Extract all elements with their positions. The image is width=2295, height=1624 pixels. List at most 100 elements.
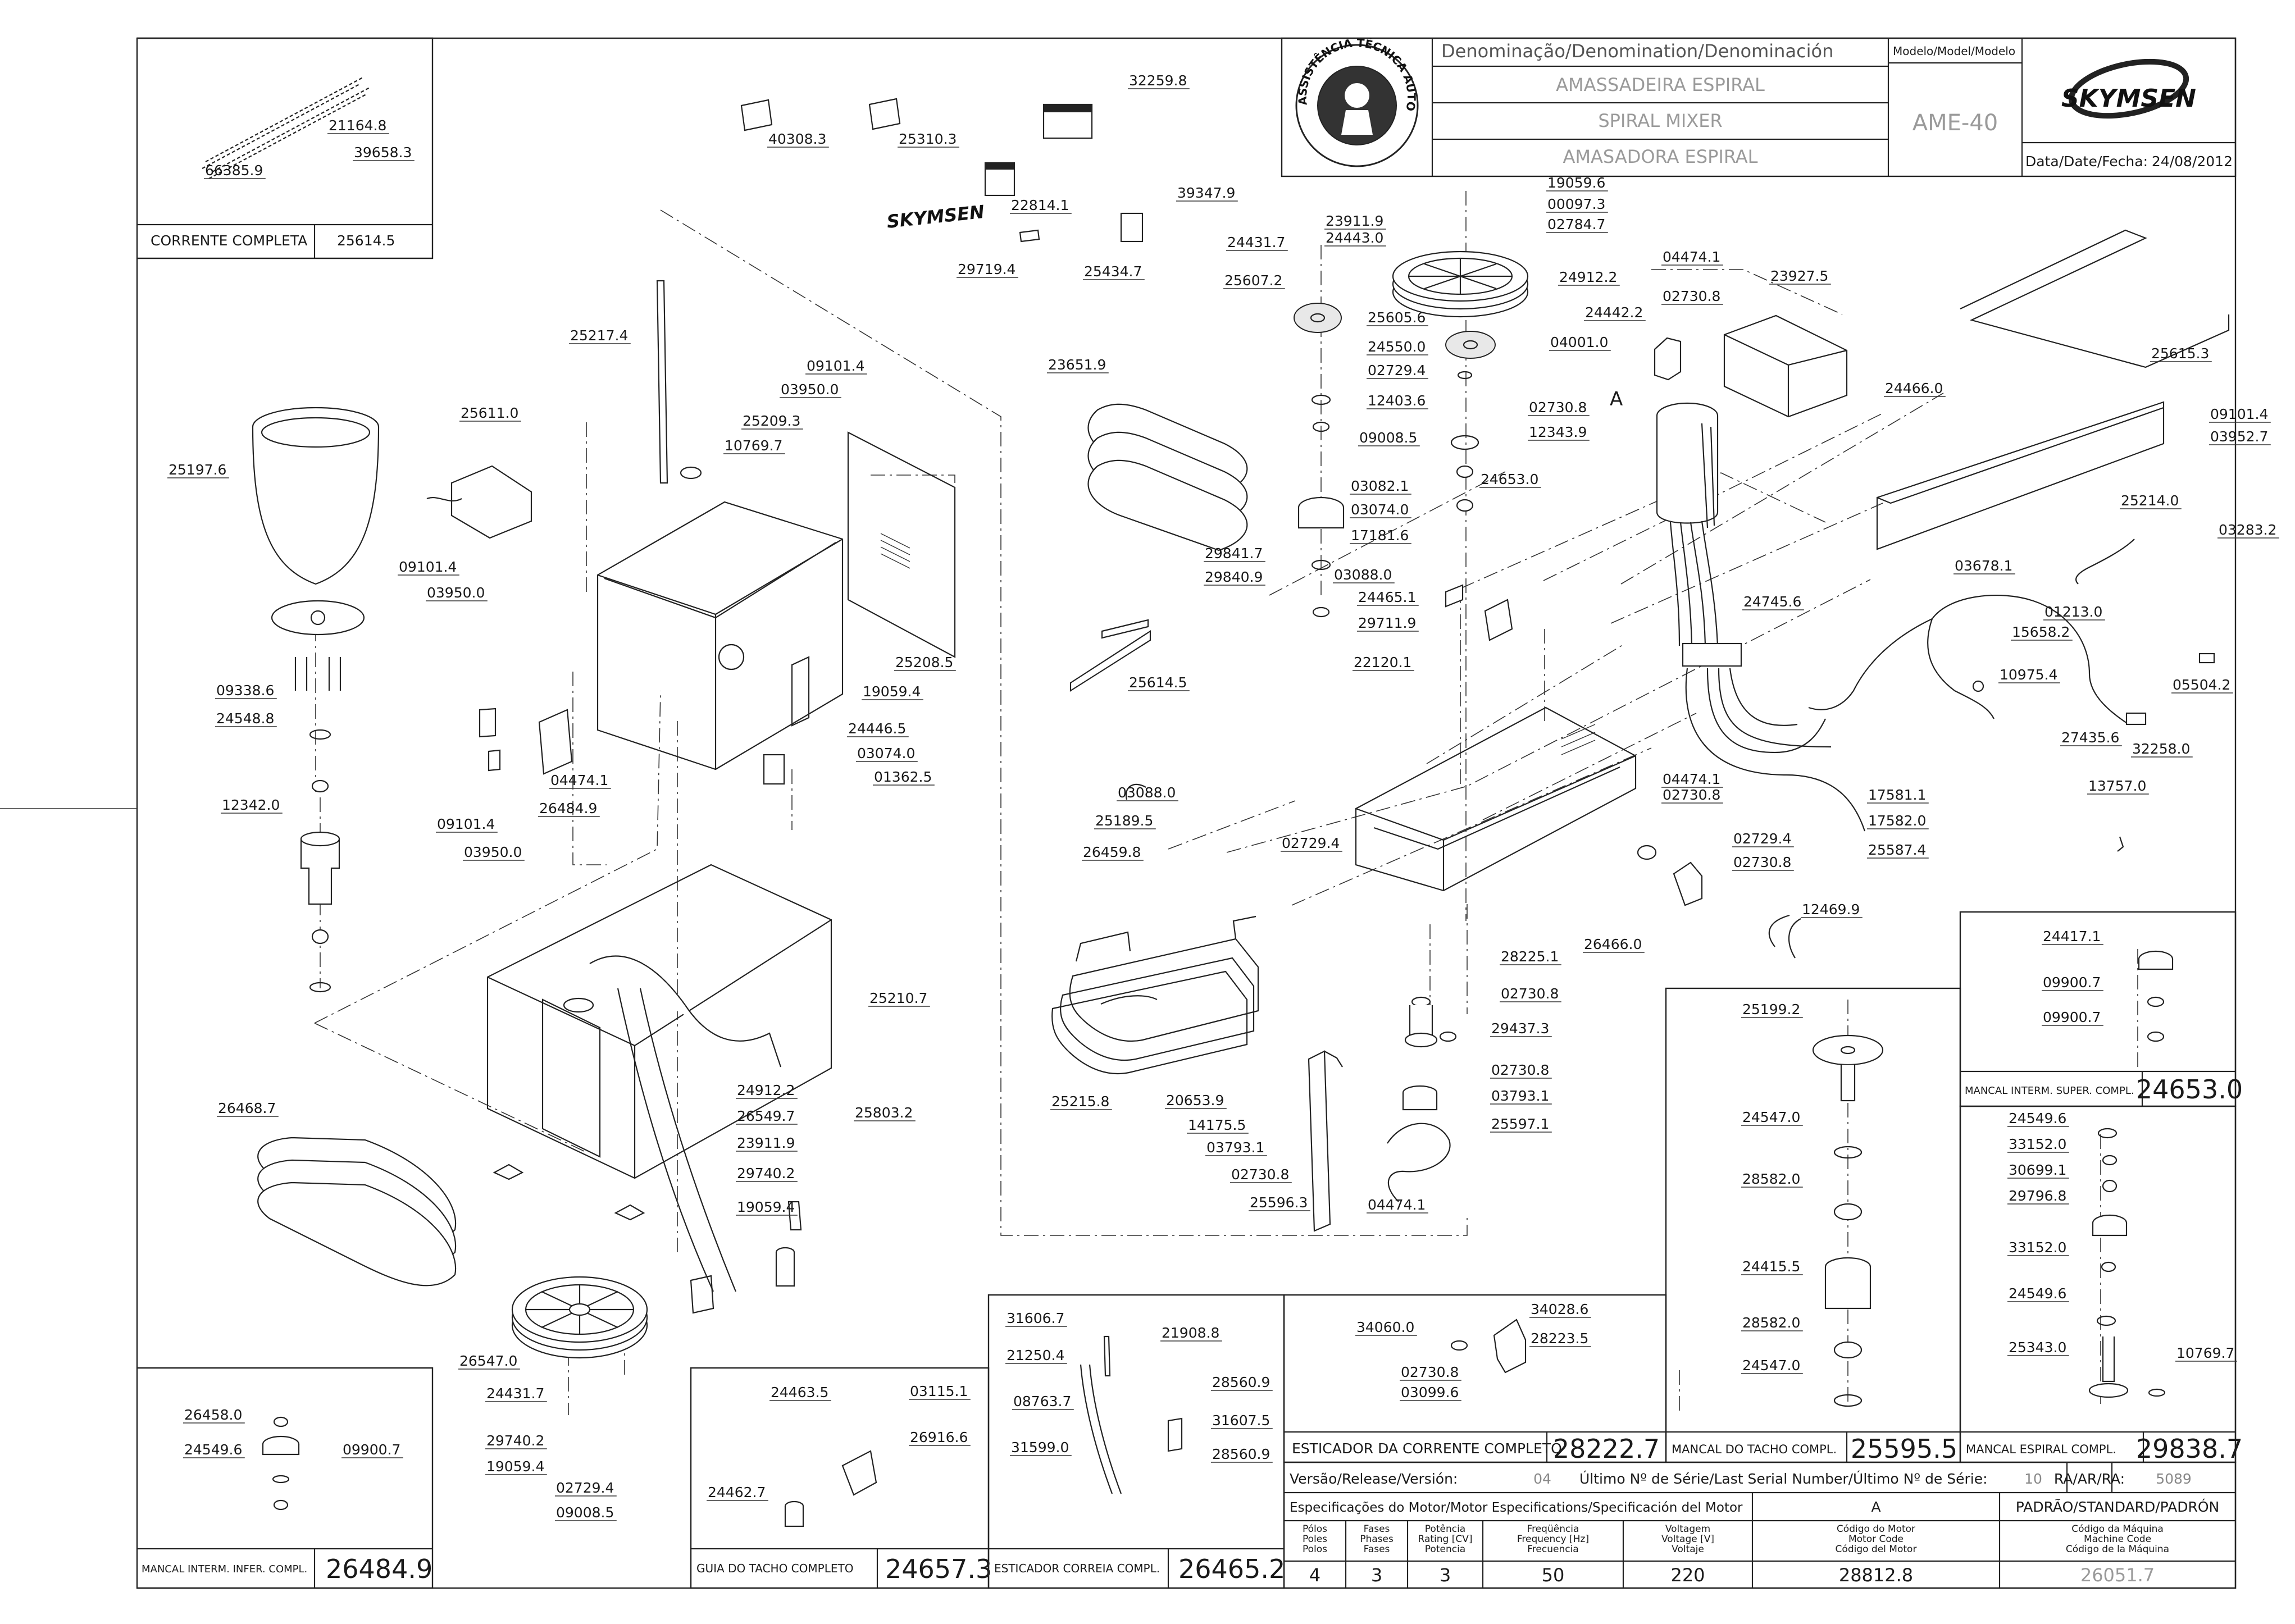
part-callout: 03115.1 (910, 1383, 968, 1399)
inset-belt-tensioner: ESTICADOR CORREIA COMPL. 26465.2 (987, 1294, 1285, 1589)
assembly-bowl-guide-label: GUIA DO TACHO COMPLETO (696, 1562, 853, 1575)
spec-col-motor-code-l3: Código del Motor (1836, 1544, 1917, 1555)
part-callout: 24547.0 (1742, 1109, 1800, 1125)
part-callout: 24443.0 (1326, 230, 1383, 246)
part-callout: 09008.5 (556, 1504, 614, 1521)
part-callout: 12469.9 (1802, 901, 1860, 918)
part-callout: 34060.0 (1356, 1319, 1414, 1335)
lower-pulley (511, 1276, 648, 1359)
part-callout: 39658.3 (354, 144, 412, 161)
part-callout: 25199.2 (1742, 1001, 1800, 1018)
inset-lower-bearing: MANCAL INTERM. INFER. COMPL. 26484.9 (137, 1367, 434, 1589)
top-pulley-group (1294, 250, 1682, 618)
svg-text:ASSISTÊNCIA TÉCNICA AUTORIZADA: ASSISTÊNCIA TÉCNICA AUTORIZADA (0, 0, 1418, 112)
part-callout: 15658.2 (2012, 624, 2070, 640)
part-callout: 24549.6 (2009, 1285, 2066, 1302)
part-callout: 02730.8 (1231, 1166, 1289, 1183)
part-callout: 24446.5 (848, 720, 906, 737)
part-callout: 26549.7 (737, 1108, 795, 1124)
assembly-upper-bearing-label: MANCAL INTERM. SUPER. COMPL. (1965, 1085, 2134, 1097)
part-callout: 03678.1 (1955, 558, 2012, 574)
lower-frame (1355, 706, 1637, 892)
top-covers (1876, 229, 2230, 550)
part-callout: 19059.4 (863, 683, 921, 700)
part-callout: 31606.7 (1007, 1310, 1064, 1326)
part-callout: 24417.1 (2043, 928, 2101, 945)
part-callout: 28560.9 (1212, 1446, 1270, 1462)
part-callout: 28223.5 (1531, 1330, 1588, 1347)
part-callout: 05504.2 (2173, 677, 2230, 693)
part-callout: 03950.0 (464, 844, 522, 860)
part-callout: 24431.7 (1227, 234, 1285, 250)
part-callout: 19059.6 (1547, 175, 1605, 191)
assembly-lower-bearing-code: 26484.9 (326, 1554, 432, 1584)
part-callout: 23911.9 (737, 1135, 795, 1151)
spec-col-frequency-l1: Freqüência (1527, 1523, 1579, 1535)
motor-letter: A (1871, 1499, 1880, 1515)
part-callout: 25614.5 (1129, 674, 1187, 691)
upper-frame (596, 431, 956, 770)
part-callout: 03793.1 (1491, 1088, 1549, 1104)
ra-label: RA/AR/RA: (2054, 1471, 2125, 1487)
part-callout: 03283.2 (2219, 522, 2276, 538)
part-callout: 34028.6 (1531, 1301, 1588, 1317)
cable-harness (1685, 539, 2215, 959)
part-callout: 31607.5 (1212, 1412, 1270, 1429)
part-callout: 25210.7 (869, 990, 927, 1006)
inset-chain: CORRENTE COMPLETA 25614.5 (137, 37, 434, 259)
assembly-upper-bearing-code: 24653.0 (2136, 1074, 2243, 1105)
authorized-service-seal: ASSISTÊNCIA TÉCNICA AUTORIZADA (0, 0, 1419, 167)
assembly-spiral-bearing-code: 29838.7 (2136, 1434, 2243, 1464)
part-callout: 29840.9 (1205, 569, 1263, 585)
bowl (252, 407, 380, 993)
standard-header: PADRÃO/STANDARD/PADRÓN (2016, 1498, 2220, 1515)
part-callout: 02729.4 (1733, 831, 1791, 847)
part-callout: 08763.7 (1013, 1393, 1071, 1409)
part-callout: 25803.2 (855, 1105, 913, 1121)
part-callout: 28582.0 (1742, 1315, 1800, 1331)
part-callout: 22814.1 (1011, 197, 1069, 213)
part-callout: 03074.0 (1351, 501, 1409, 518)
part-callout: 26916.6 (910, 1429, 968, 1445)
spiral-shaft (656, 280, 702, 484)
part-callout: 09900.7 (2043, 1009, 2101, 1025)
part-callout: 29711.9 (1358, 615, 1416, 631)
part-callout: 24547.0 (1742, 1357, 1800, 1374)
part-callout: 27435.6 (2061, 729, 2119, 746)
part-callout: 32259.8 (1129, 72, 1187, 89)
part-callout: 02729.4 (1282, 835, 1340, 851)
brand-decal: SKYMSEN (886, 201, 986, 232)
spec-col-rating-l3: Potencia (1425, 1544, 1465, 1555)
part-callout: 01213.0 (2044, 604, 2102, 620)
part-callout: 02729.4 (1368, 362, 1426, 378)
spec-col-rating-l1: Potência (1425, 1523, 1465, 1535)
sticker-parts: SKYMSEN (740, 98, 1144, 243)
part-callout: 28560.9 (1212, 1374, 1270, 1390)
part-callout: 04474.1 (1368, 1197, 1426, 1213)
part-callout: 25209.3 (743, 413, 800, 429)
spec-value-frequency: 50 (1542, 1564, 1565, 1586)
brand-logo: SKYMSEN (2061, 58, 2196, 119)
spec-col-motor-code-l1: Código do Motor (1837, 1523, 1915, 1535)
part-callout: 25217.4 (570, 327, 628, 344)
part-callout: 09338.6 (216, 682, 274, 699)
part-callout: 12342.0 (222, 797, 280, 813)
model-header: Modelo/Model/Modelo (1893, 44, 2015, 58)
part-callout: 25343.0 (2009, 1339, 2066, 1356)
spec-value-phases: 3 (1371, 1564, 1382, 1586)
wire-guard (1051, 915, 1259, 1074)
part-callout: 24463.5 (771, 1384, 828, 1401)
release-label: Versão/Release/Versión: (1290, 1471, 1458, 1487)
svg-text:A: A (1610, 388, 1623, 410)
date-label: Data/Date/Fecha: (2025, 153, 2148, 170)
spec-col-machine-code-l2: Machine Code (2084, 1534, 2151, 1545)
part-callout: 09101.4 (2210, 406, 2268, 422)
denomination-header: Denominação/Denomination/Denominación (1441, 40, 1833, 62)
part-callout: 09101.4 (399, 559, 457, 575)
title-block: ASSISTÊNCIA TÉCNICA AUTORIZADA Denominaç… (0, 0, 2237, 177)
part-callout: 02730.8 (1663, 288, 1720, 304)
part-callout: 03088.0 (1334, 567, 1392, 583)
part-callout: 25605.6 (1368, 309, 1426, 326)
assembly-belt-tensioner-label: ESTICADOR CORREIA COMPL. (994, 1562, 1160, 1575)
